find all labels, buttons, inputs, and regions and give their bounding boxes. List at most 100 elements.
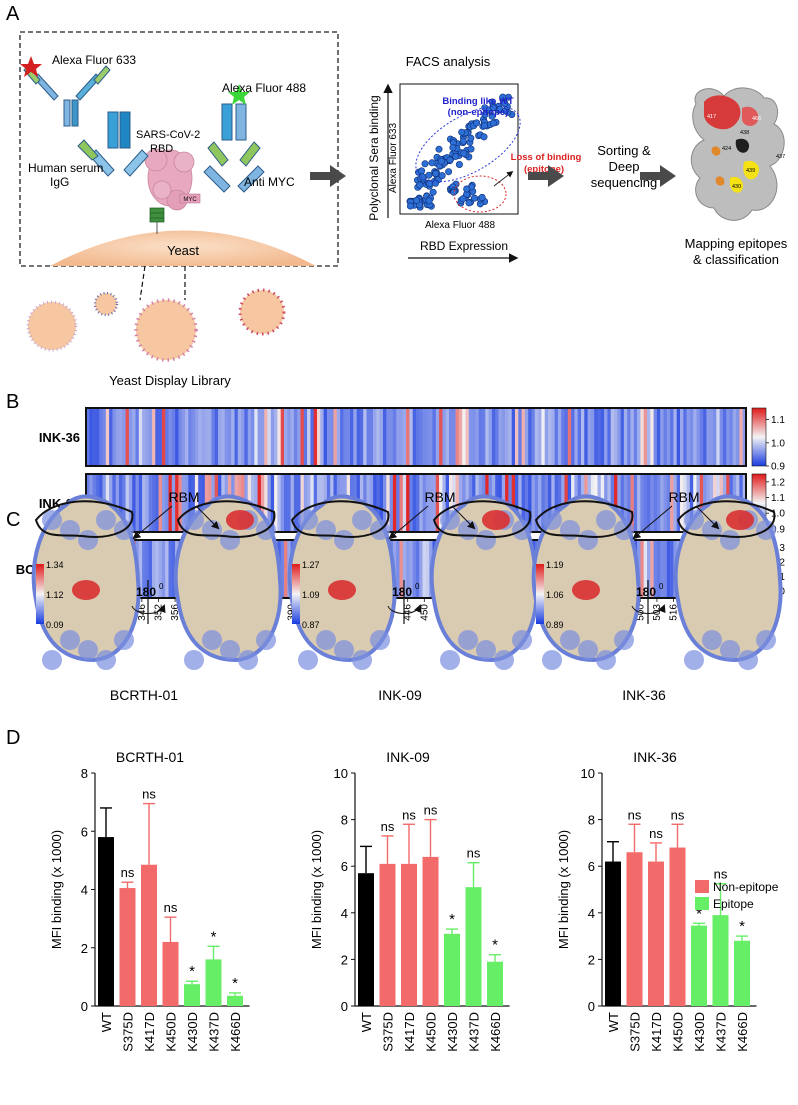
facs-plot-frame xyxy=(399,83,519,215)
heatmap-cell xyxy=(138,408,143,466)
heatmap-cell xyxy=(505,408,509,466)
heatmap-x-tick-label: 356 xyxy=(170,604,181,621)
heatmap-cell xyxy=(673,408,677,466)
structure-name: INK-09 xyxy=(378,687,422,703)
heatmap-cell xyxy=(567,408,572,466)
loss-pointer xyxy=(493,171,514,187)
significance-label: * xyxy=(492,937,498,954)
bar xyxy=(444,933,460,1006)
heatmap-cell xyxy=(155,474,159,532)
rbm-outline xyxy=(176,500,276,538)
heatmap-cell xyxy=(650,540,654,598)
heatmap-cell xyxy=(128,474,133,532)
heatmap-cell xyxy=(422,474,427,532)
surface-patch xyxy=(596,510,616,530)
colorbar xyxy=(751,407,767,467)
heatmap-cell xyxy=(544,408,549,466)
rbm-outline xyxy=(432,500,532,538)
heatmap-cell xyxy=(277,474,281,532)
heatmap-cell xyxy=(320,408,324,466)
heatmap-cell xyxy=(307,474,311,532)
facs-dot xyxy=(450,188,458,196)
residue-label-424: 424 xyxy=(722,146,731,152)
heatmap-cell xyxy=(511,408,516,466)
surface-patch xyxy=(220,530,240,550)
surface-patch xyxy=(494,650,514,670)
heatmap-cell xyxy=(491,408,496,466)
bar-chart-title: INK-09 xyxy=(386,749,430,765)
category-label: K466D xyxy=(735,1012,750,1052)
y-tick-label: 8 xyxy=(588,813,595,828)
facs-dot xyxy=(429,188,437,196)
colorbar-tick-label: 0.87 xyxy=(302,620,320,630)
facs-dot xyxy=(467,134,475,142)
significance-label: * xyxy=(189,963,195,980)
heatmap-cell xyxy=(386,408,390,466)
surface-patch xyxy=(578,640,598,660)
heatmap-cell xyxy=(392,474,397,532)
surface-patch xyxy=(114,630,134,650)
heatmap-cell xyxy=(211,408,215,466)
heatmap-cell xyxy=(406,408,410,466)
surface-patch xyxy=(458,520,478,540)
surface-patch xyxy=(256,630,276,650)
heatmap-cell xyxy=(399,474,404,532)
structure-name: BCRTH-01 xyxy=(110,687,178,703)
heatmap-cell xyxy=(152,474,156,532)
heatmap-cell xyxy=(379,408,384,466)
facs-dot xyxy=(488,112,496,120)
heatmap-cell xyxy=(227,408,232,466)
heatmap-cell xyxy=(482,408,486,466)
structure-name: INK-36 xyxy=(622,687,666,703)
heatmap-cell xyxy=(515,474,519,532)
heatmap-cell xyxy=(531,408,536,466)
surface-patch xyxy=(720,530,740,550)
y-tick-label: 4 xyxy=(81,883,88,898)
epitope-patch xyxy=(482,510,510,530)
heatmap-cell xyxy=(439,474,443,532)
facs-dot xyxy=(446,156,454,164)
heatmap-cell xyxy=(412,474,417,532)
rbm-arrow xyxy=(195,505,220,530)
surface-patch xyxy=(220,640,240,660)
heatmap-cell xyxy=(373,408,377,466)
category-label: K417D xyxy=(649,1012,664,1052)
mapping-label-1: Mapping epitopes xyxy=(685,236,788,251)
facs-dot xyxy=(452,152,460,160)
bar xyxy=(98,837,114,1006)
heatmap-cell xyxy=(548,408,552,466)
heatmap-cell xyxy=(736,408,740,466)
heatmap-cell xyxy=(224,408,229,466)
surface-patch xyxy=(298,510,318,530)
heatmap-cell xyxy=(142,540,146,598)
heatmap-cell xyxy=(284,474,288,532)
surface-patch xyxy=(298,650,318,670)
heatmap-cell xyxy=(620,474,625,532)
surface-patch xyxy=(352,650,372,670)
heatmap-cell xyxy=(112,474,116,532)
arrow-icon-2 xyxy=(528,165,564,187)
heatmap-cell xyxy=(425,474,430,532)
heatmap-cell xyxy=(495,408,499,466)
heatmap-cell xyxy=(422,408,427,466)
heatmap-cell xyxy=(280,540,285,598)
heatmap-cell xyxy=(122,408,126,466)
category-label: S375D xyxy=(628,1012,643,1052)
heatmap-cell xyxy=(128,408,133,466)
secondary-antibody-af488 xyxy=(203,103,265,193)
heatmap-cell xyxy=(293,474,298,532)
heatmap-cell xyxy=(726,408,730,466)
surface-patch xyxy=(184,650,204,670)
zoom-line-left xyxy=(139,265,146,301)
heatmap-cell xyxy=(521,474,526,532)
surface-patch xyxy=(542,510,562,530)
heatmap-cell xyxy=(214,408,219,466)
heatmap-cell xyxy=(109,408,113,466)
category-label: K417D xyxy=(402,1012,417,1052)
surface-patch xyxy=(684,650,704,670)
y-tick-label: 8 xyxy=(341,813,348,828)
category-label: K430D xyxy=(692,1012,707,1052)
heatmap-cell xyxy=(392,408,397,466)
